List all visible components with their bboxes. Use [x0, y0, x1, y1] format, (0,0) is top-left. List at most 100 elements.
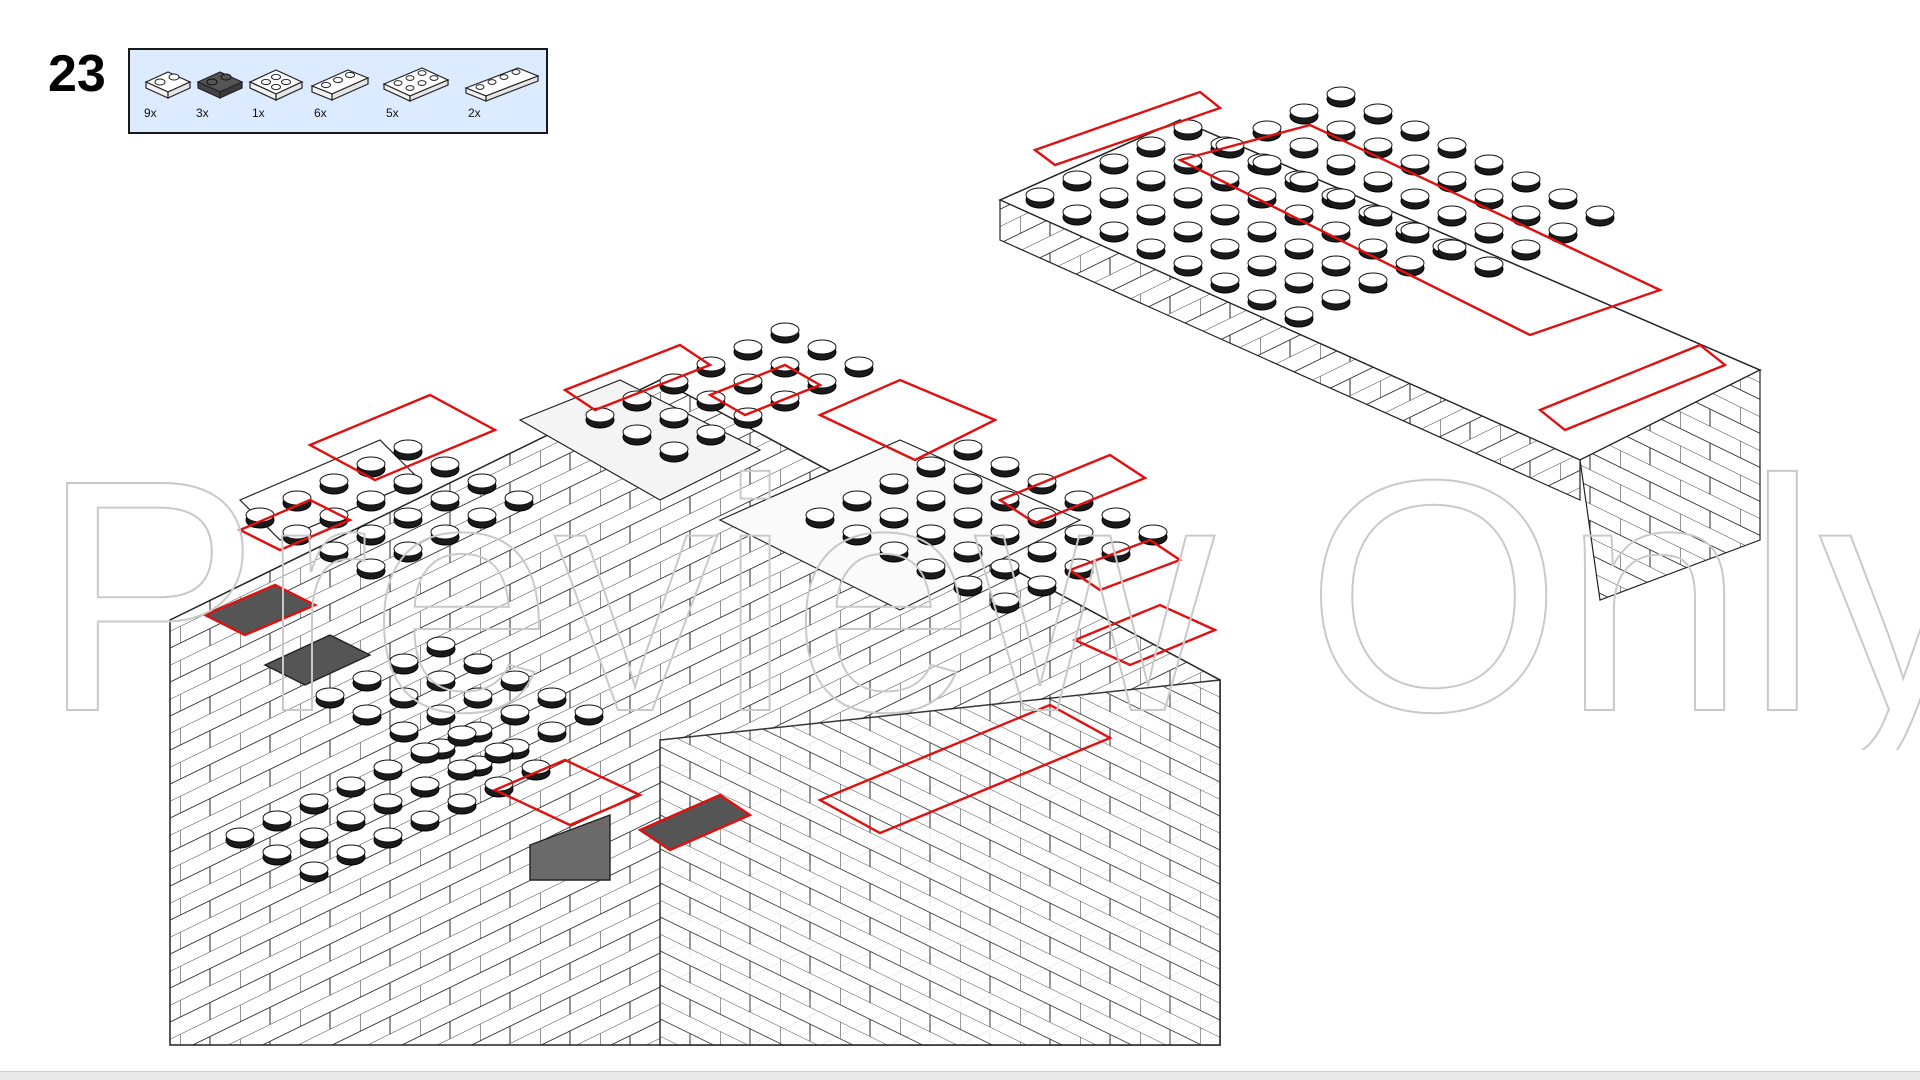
dark-plate-2 [263, 634, 372, 686]
stud-top [770, 322, 800, 338]
stud-top [879, 473, 909, 489]
stud-top [1062, 204, 1092, 220]
stud-top [1358, 272, 1388, 288]
highlight-plate-i [817, 703, 1113, 835]
stud-top [225, 827, 255, 843]
stud-top [585, 407, 615, 423]
stud-top [393, 541, 423, 557]
stud-top [1099, 187, 1129, 203]
stud-top [1252, 154, 1282, 170]
highlight-plate-c [562, 343, 713, 412]
part-plate-1x3-white: 6x [308, 62, 370, 126]
parts-list-callout: 9x 3x 1x 6x [128, 48, 548, 134]
stud-top [1289, 171, 1319, 187]
stud-top [953, 439, 983, 455]
part-plate-2x3-white: 5x [380, 62, 452, 126]
stud-top [879, 541, 909, 557]
plate-1x2-icon [144, 71, 192, 99]
stud-top [336, 844, 366, 860]
stud-top [953, 541, 983, 557]
stud-top [1363, 103, 1393, 119]
stud-top [844, 356, 874, 372]
stud-top [1326, 154, 1356, 170]
stud-top [319, 507, 349, 523]
part-qty: 1x [252, 106, 265, 120]
stud-top [282, 490, 312, 506]
stud-top [1284, 204, 1314, 220]
stud-top [659, 441, 689, 457]
stud-top [500, 704, 530, 720]
stud-top [1284, 306, 1314, 322]
stud-top [1400, 154, 1430, 170]
stud-top [807, 339, 837, 355]
stud-top [622, 424, 652, 440]
stud-top [1548, 222, 1578, 238]
stud-top [1136, 170, 1166, 186]
highlight-plate-upper-long [1176, 123, 1664, 337]
part-qty: 3x [196, 106, 209, 120]
stud-top [373, 793, 403, 809]
stud-top [1400, 120, 1430, 136]
stud-top [1326, 120, 1356, 136]
stud-top [356, 524, 386, 540]
stud-top [990, 558, 1020, 574]
stud-top [1062, 170, 1092, 186]
stud-top [1247, 289, 1277, 305]
stud-top [262, 810, 292, 826]
dark-plate-4 [529, 813, 611, 881]
highlight-plate-upper-right [1537, 343, 1728, 432]
stud-top [1210, 204, 1240, 220]
stud-top [1363, 205, 1393, 221]
stud-top [807, 373, 837, 389]
stud-top [1511, 205, 1541, 221]
plate-1x4-icon [464, 67, 540, 102]
stud-top [447, 793, 477, 809]
stud-top [990, 456, 1020, 472]
new-parts-highlights [237, 90, 1728, 835]
stud-top [410, 810, 440, 826]
stud-top [1136, 136, 1166, 152]
stud-top [696, 390, 726, 406]
stud-top [1511, 239, 1541, 255]
stud-top [1101, 507, 1131, 523]
stud-top [1284, 238, 1314, 254]
stud-top [1136, 238, 1166, 254]
stud-top [1548, 188, 1578, 204]
part-plate-2x2-white: 1x [246, 62, 306, 126]
stud-top [389, 653, 419, 669]
stud-top [1326, 188, 1356, 204]
stud-top [426, 636, 456, 652]
stud-top [426, 670, 456, 686]
stud-top [916, 558, 946, 574]
stud-top [842, 524, 872, 540]
stud-top [953, 575, 983, 591]
stud-top [696, 424, 726, 440]
stud-top [356, 490, 386, 506]
part-qty: 5x [386, 106, 399, 120]
stud-top [430, 490, 460, 506]
highlight-plate-j [492, 758, 643, 827]
stud-top [659, 407, 689, 423]
stud-top [356, 456, 386, 472]
dark-plate-3 [637, 793, 753, 852]
stud-top [574, 704, 604, 720]
stud-top [1437, 171, 1467, 187]
stud-top [356, 558, 386, 574]
stud-top [500, 670, 530, 686]
stud-top [537, 687, 567, 703]
stud-top [1252, 120, 1282, 136]
highlight-plate-g [1067, 538, 1183, 592]
stud-top [1210, 170, 1240, 186]
stud-top [1326, 86, 1356, 102]
stud-top [1064, 524, 1094, 540]
stud-top [389, 721, 419, 737]
stud-top [1474, 188, 1504, 204]
plate-1x3-icon [310, 69, 370, 101]
plate-1x2-dark-icon [196, 71, 244, 99]
stud-top [916, 490, 946, 506]
plate-2x2-icon [248, 69, 304, 101]
stud-top [1321, 221, 1351, 237]
stud-top [916, 524, 946, 540]
stud-top [953, 473, 983, 489]
highlight-plate-h [1071, 603, 1219, 667]
